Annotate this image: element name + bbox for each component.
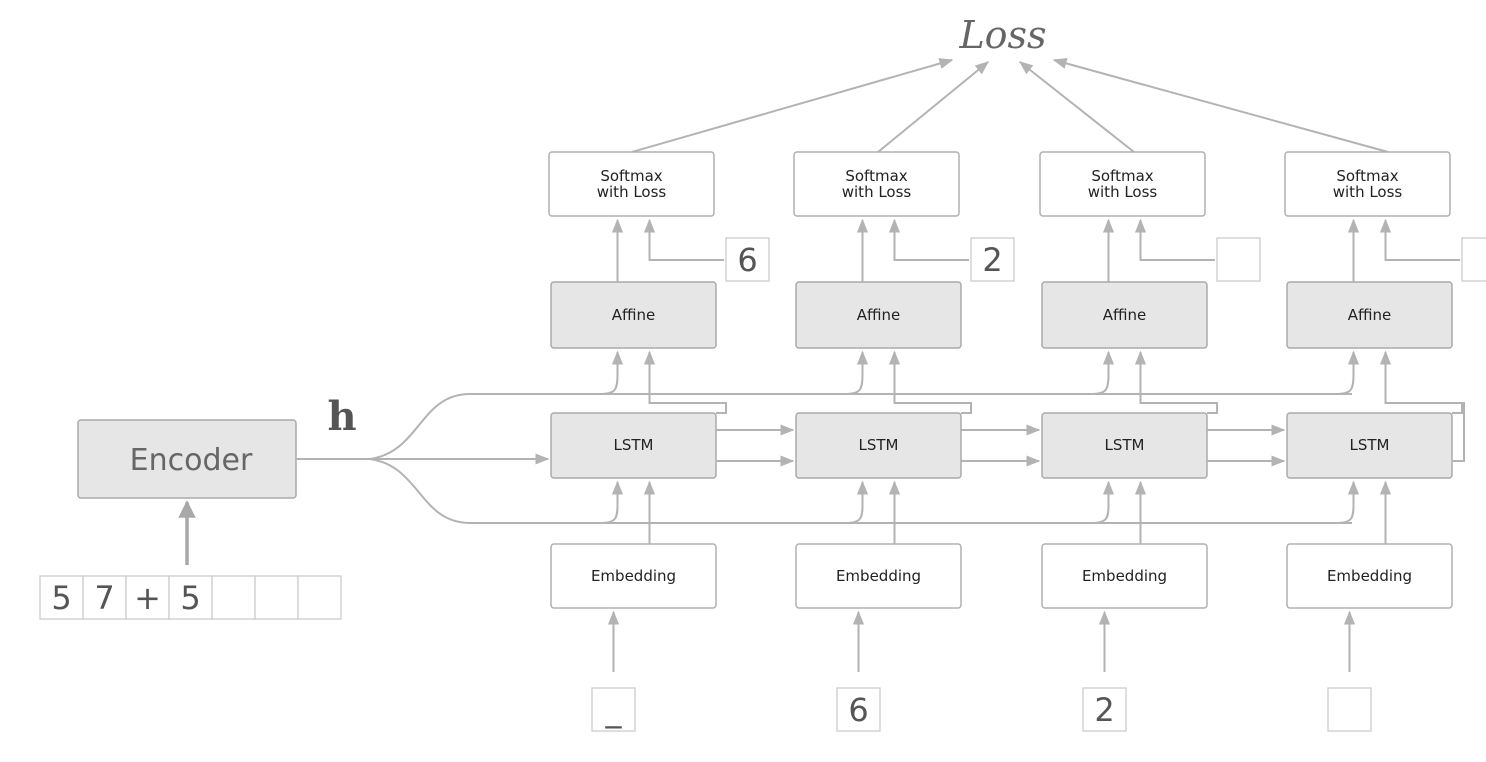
encoder-input-cell: 5: [39, 575, 84, 620]
h-distribution-lines: [296, 393, 1352, 524]
embedding-label: Embedding: [836, 567, 921, 585]
encoder-input-cell: [297, 575, 342, 620]
softmax-with-loss-box: [793, 151, 960, 217]
decoder-input-token: _: [605, 691, 623, 729]
embedding-box: [1041, 543, 1208, 609]
embedding-label: Embedding: [1327, 567, 1412, 585]
affine-box: [1041, 281, 1208, 349]
hidden-vector-label: h: [327, 393, 356, 440]
decoder-input-cell: [1082, 687, 1127, 732]
encoder-input-cell: [211, 575, 256, 620]
encoder-label: Encoder: [130, 443, 253, 478]
embedding-label: Embedding: [1082, 567, 1167, 585]
lstm-label: LSTM: [1350, 436, 1390, 454]
decoder-input-cell: [591, 687, 636, 732]
target-token-cell: [725, 237, 770, 282]
affine-box: [1286, 281, 1453, 349]
affine-label: Affine: [612, 306, 656, 324]
target-token: 2: [982, 241, 1002, 279]
affine-label: Affine: [857, 306, 901, 324]
encoder-input-token: +: [134, 579, 161, 617]
lstm-label: LSTM: [1105, 436, 1145, 454]
affine-label: Affine: [1103, 306, 1147, 324]
target-token-cell: [1216, 237, 1261, 282]
softmax-with-loss-box: [1039, 151, 1206, 217]
encoder-input-cell: +: [125, 575, 170, 620]
decoder-input-token: 2: [1094, 691, 1114, 729]
lstm-label: LSTM: [859, 436, 899, 454]
softmax-with-loss-box: [548, 151, 715, 217]
lstm-box: [795, 412, 962, 479]
loss-label: Loss: [958, 13, 1046, 57]
encoder-input-token: 5: [51, 579, 71, 617]
affine-box: [795, 281, 962, 349]
embedding-label: Embedding: [591, 567, 676, 585]
decoder-input-token: 6: [848, 691, 868, 729]
embedding-box: [795, 543, 962, 609]
target-token: 6: [737, 241, 757, 279]
embedding-box: [550, 543, 717, 609]
decoder-input-cell: [1327, 687, 1372, 732]
loss-arrows: [631, 57, 1389, 153]
target-token-cell: [970, 237, 1015, 282]
affine-box: [550, 281, 717, 349]
affine-label: Affine: [1348, 306, 1392, 324]
lstm-box: [1041, 412, 1208, 479]
decoder-input-cell: [836, 687, 881, 732]
softmax-with-loss-box: [1284, 151, 1451, 217]
encoder-input-cell: 5: [168, 575, 213, 620]
embedding-box: [1286, 543, 1453, 609]
target-token-cell: [1461, 237, 1486, 282]
encoder-input-token: 7: [94, 579, 114, 617]
encoder-input-token: 5: [180, 579, 200, 617]
encoder-input-cell: 7: [82, 575, 127, 620]
lstm-box: [1286, 412, 1453, 479]
lstm-label: LSTM: [614, 436, 654, 454]
lstm-box: [550, 412, 717, 479]
encoder-input-cell: [254, 575, 299, 620]
